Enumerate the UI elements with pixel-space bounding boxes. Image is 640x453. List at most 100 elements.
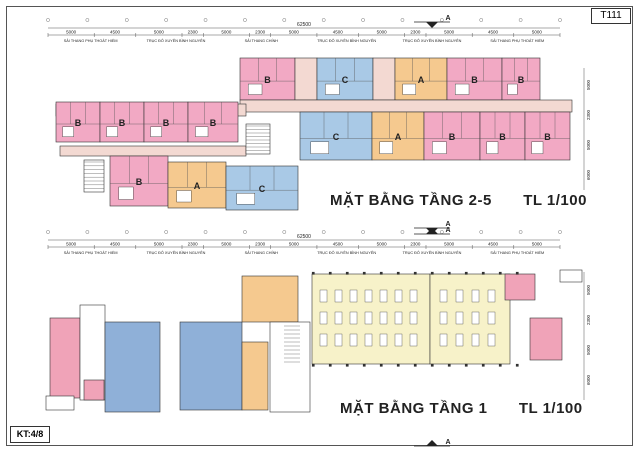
structural-column [362,363,366,367]
main-stair [245,123,271,155]
structural-column [447,363,451,367]
grid-axis-bubble [164,18,168,22]
seating-table [455,311,464,325]
grid-axis-bubble [518,18,523,22]
unit-bathroom [432,141,447,154]
grid-axis-bubble [164,230,168,234]
section-marker-label: A [445,221,450,228]
structural-column [498,363,502,367]
segment-dimension-label: 4500 [488,30,499,35]
unit-type-label: B [471,75,478,85]
seating-table [319,289,328,303]
side-dimension-label: 6000 [586,169,591,180]
grid-axis-bubble [440,18,444,22]
seating-table [319,333,328,347]
seating-table [439,333,448,347]
side-dimension-label: 2300 [586,109,591,120]
ground-pink-room-left [49,317,81,399]
ground-hall-center [179,321,243,411]
upper-corridor [239,99,573,113]
overall-dimension-label: 62500 [297,22,311,28]
segment-dimension-label: 4500 [488,242,499,247]
segment-dimension-label: 5000 [154,242,165,247]
seating-table [334,311,343,325]
structural-column [430,271,434,275]
grid-axis-bubble [558,18,562,22]
structural-column [413,363,417,367]
zone-label: SẢI THANG PHỤ THOÁT HIỂM [64,38,118,43]
lower-plan-title: MẶT BẰNG TẦNG 1 TL 1/100 [340,400,583,417]
segment-dimension-label: 5000 [66,242,77,247]
segment-dimension-label: 4500 [110,242,121,247]
structural-column [413,271,417,275]
seating-table [364,289,373,303]
structural-column [498,271,502,275]
seating-table [394,311,403,325]
parked-car-outline [559,269,583,283]
grid-axis-bubble [243,230,247,234]
structural-column [311,271,315,275]
zone-label: TRỤC ĐÔ XUYÊN BÌNH NGUYÊN [147,250,206,255]
unit-bathroom [195,126,209,138]
structural-column [396,271,400,275]
structural-column [345,271,349,275]
structural-column [464,363,468,367]
ground-community-room [241,275,299,323]
segment-dimension-label: 5000 [289,30,300,35]
segment-dimension-label: 5000 [377,242,388,247]
segment-dimension-label: 5000 [289,242,300,247]
side-dimension-label: 6000 [586,374,591,385]
segment-dimension-label: 5000 [221,30,232,35]
section-marker-label: A [445,439,450,446]
seating-table [487,289,496,303]
structural-column [430,363,434,367]
segment-dimension-label: 2300 [188,242,199,247]
zone-label: TRỤC ĐÔ XUYÊN BÌNH NGUYÊN [147,38,206,43]
segment-dimension-label: 5000 [221,242,232,247]
unit-type-label: A [418,75,425,85]
unit-type-label: B [499,132,506,142]
unit-bathroom [507,83,518,95]
unit-type-label: B [518,75,525,85]
seating-table [439,311,448,325]
section-marker-label: A [445,15,450,22]
seating-table [487,311,496,325]
ground-stair-hall [269,321,311,413]
unit-bathroom [176,190,192,203]
unit-bathroom [150,126,162,138]
unit-type-label: B [163,118,170,128]
structural-column [345,363,349,367]
segment-dimension-label: 2300 [255,30,266,35]
grid-axis-bubble [440,230,444,234]
grid-axis-bubble [361,230,365,234]
structural-column [447,271,451,275]
grid-axis-bubble [321,18,326,22]
segment-dimension-label: 5000 [377,30,388,35]
segment-dimension-label: 2300 [410,30,421,35]
zone-label: SẢI THANG PHỤ THOÁT HIỂM [64,250,118,255]
unit-type-label: A [395,132,402,142]
structural-column [362,271,366,275]
upper-plan-title: MẶT BẰNG TẦNG 2-5 TL 1/100 [330,192,587,209]
grid-axis-bubble [85,230,90,234]
section-marker-arrow [426,22,438,28]
stair-core [294,57,318,101]
grid-axis-bubble [46,18,50,22]
grid-axis-bubble [479,18,484,22]
unit-type-label: A [194,181,201,191]
section-marker-arrow [426,440,438,446]
side-dimension-label: 5000 [586,79,591,90]
unit-type-label: B [119,118,126,128]
seating-table [349,311,358,325]
grid-axis-bubble [46,230,50,234]
grid-axis-bubble [203,18,208,22]
seating-table [471,311,480,325]
lower-plan-scale: TL 1/100 [518,400,583,417]
segment-dimension-label: 5000 [66,30,77,35]
unit-bathroom [62,126,74,138]
unit-type-label: C [333,132,340,142]
unit-bathroom [310,141,329,154]
